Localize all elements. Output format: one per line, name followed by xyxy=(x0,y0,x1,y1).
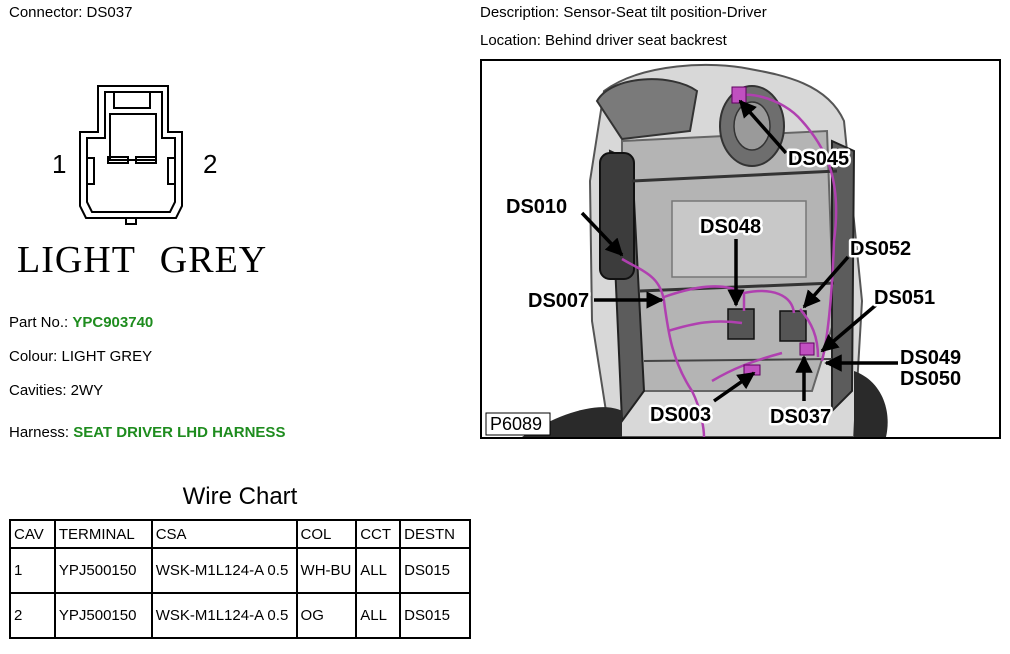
col-header-col: COL xyxy=(295,519,358,549)
callout-ds049: DS049 xyxy=(900,347,961,369)
callout-ds045: DS045 xyxy=(788,148,849,170)
connector-face-diagram xyxy=(79,85,183,225)
col-header-cct: CCT xyxy=(355,519,402,549)
cell-cav: 2 xyxy=(9,592,56,639)
cell-terminal: YPJ500150 xyxy=(53,592,153,639)
pin-2-label: 2 xyxy=(203,149,218,179)
location-photo: DS045 DS010 DS048 DS052 DS007 DS051 DS04… xyxy=(480,59,1001,439)
wire-chart-header-row: CAV TERMINAL CSA COL CCT DESTN xyxy=(9,519,471,549)
part-number-label: Part No.: xyxy=(9,314,73,331)
cell-col: OG xyxy=(295,592,358,639)
cell-destn: DS015 xyxy=(399,547,471,594)
cavities-label: Cavities: 2WY xyxy=(9,382,104,399)
callout-ds050: DS050 xyxy=(900,368,961,390)
col-header-destn: DESTN xyxy=(399,519,471,549)
cell-destn: DS015 xyxy=(399,592,471,639)
cell-csa: WSK-M1L124-A 0.5 xyxy=(150,592,298,639)
cell-cav: 1 xyxy=(9,547,56,594)
callout-ds051: DS051 xyxy=(874,287,935,309)
seat-frame-illustration: DS045 DS010 DS048 DS052 DS007 DS051 DS04… xyxy=(482,61,999,437)
colour-label: Colour: LIGHT GREY xyxy=(9,348,153,365)
pin-1-label: 1 xyxy=(52,149,67,179)
cell-csa: WSK-M1L124-A 0.5 xyxy=(150,547,298,594)
callout-ds048: DS048 xyxy=(700,216,761,238)
harness-row: Harness: SEAT DRIVER LHD HARNESS xyxy=(9,424,285,442)
callout-ds003: DS003 xyxy=(650,404,711,426)
cell-cct: ALL xyxy=(355,592,402,639)
callout-ds037: DS037 xyxy=(770,406,831,428)
connector-label: Connector: DS037 xyxy=(9,4,133,21)
col-header-csa: CSA xyxy=(150,519,298,549)
callout-ds007: DS007 xyxy=(528,290,589,312)
harness-link[interactable]: SEAT DRIVER LHD HARNESS xyxy=(73,424,286,441)
table-row: 2 YPJ500150 WSK-M1L124-A 0.5 OG ALL DS01… xyxy=(9,592,471,639)
cell-col: WH-BU xyxy=(295,547,358,594)
part-number-link[interactable]: YPC903740 xyxy=(72,314,154,331)
table-row: 1 YPJ500150 WSK-M1L124-A 0.5 WH-BU ALL D… xyxy=(9,547,471,594)
description-label: Description: Sensor-Seat tilt position-D… xyxy=(480,4,767,21)
location-label: Location: Behind driver seat backrest xyxy=(480,32,727,49)
cell-terminal: YPJ500150 xyxy=(53,547,153,594)
col-header-terminal: TERMINAL xyxy=(53,519,153,549)
callout-ds010: DS010 xyxy=(506,196,567,218)
wire-chart-title: Wire Chart xyxy=(182,483,298,510)
connector-colour-caption: LIGHT GREY xyxy=(17,239,268,281)
photo-code: P6089 xyxy=(490,414,542,434)
col-header-cav: CAV xyxy=(9,519,56,549)
harness-label: Harness: xyxy=(9,424,74,441)
part-number-row: Part No.: YPC903740 xyxy=(9,314,153,332)
cell-cct: ALL xyxy=(355,547,402,594)
callout-ds052: DS052 xyxy=(850,238,911,260)
wire-chart-table: CAV TERMINAL CSA COL CCT DESTN 1 YPJ5001… xyxy=(9,519,471,639)
